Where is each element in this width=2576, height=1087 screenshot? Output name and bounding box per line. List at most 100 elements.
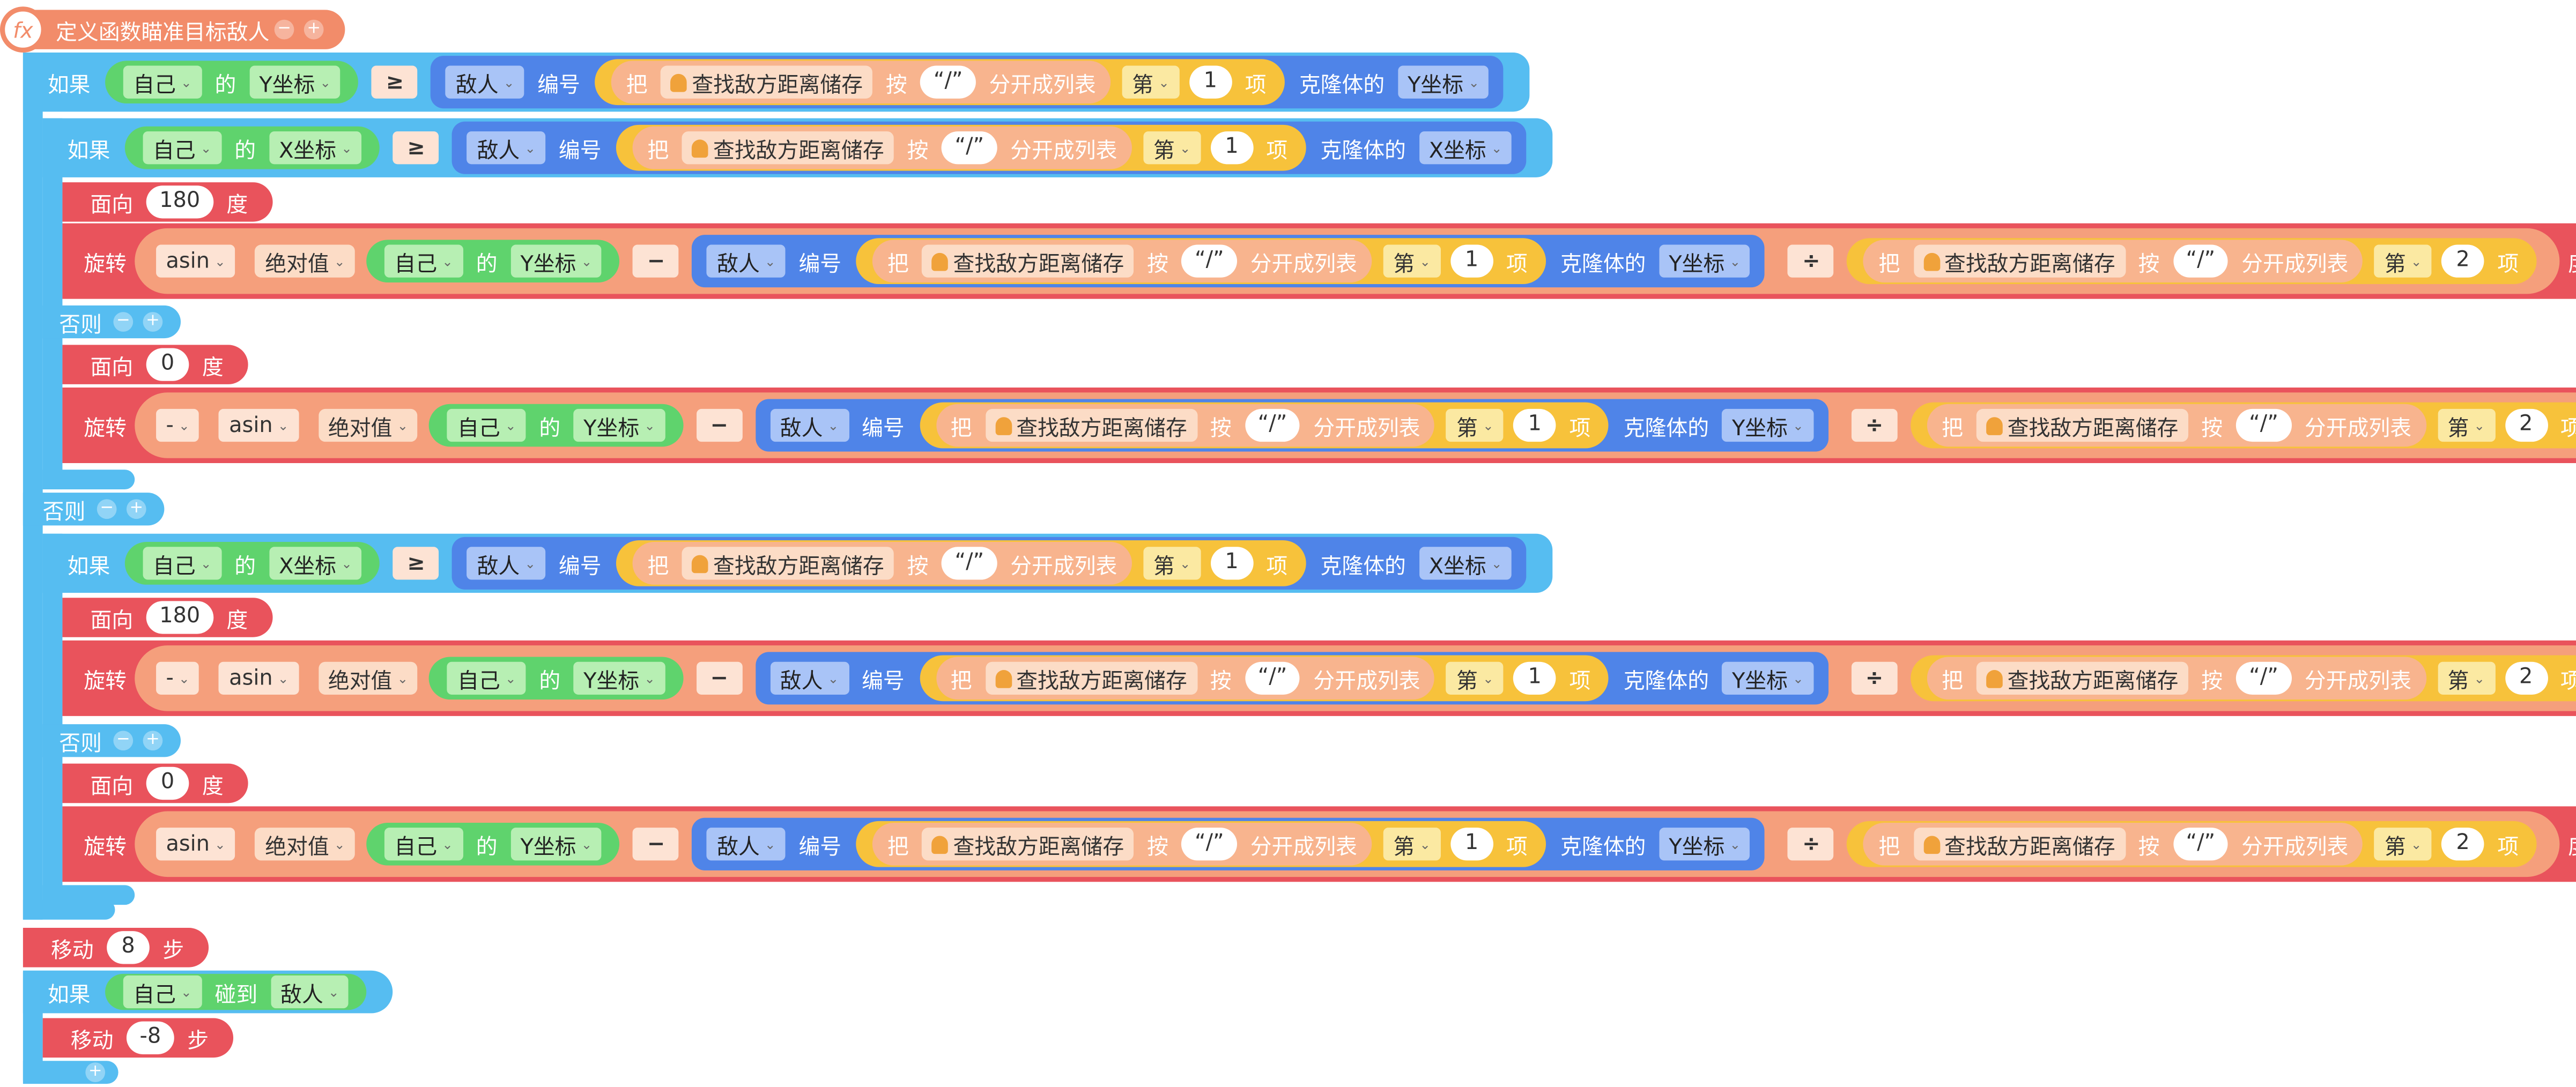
split-block[interactable]: 把 查找敌方距离储存 按 “/” 分开成列表 [1927,404,2426,447]
split-block[interactable]: 把 查找敌方距离储存 按 “/” 分开成列表 [936,657,1435,700]
divide-operator-dropdown[interactable]: ÷ [1788,828,1834,861]
separator-input[interactable]: “/” [2236,661,2292,695]
list-item-block[interactable]: 把 查找敌方距离储存 按 “/” 分开成列表 第⌄ 2 项 [1910,402,2576,449]
move-steps-block[interactable]: 移动 -8 步 [42,1018,234,1058]
self-property-block[interactable]: 自己⌄ 的 Y坐标⌄ [366,240,620,282]
variable-reporter[interactable]: 查找敌方距离储存 [1976,408,2188,442]
face-direction-block[interactable]: 面向 0 度 [62,345,248,384]
if-block-y-compare[interactable]: 如果 自己⌄ 的 Y坐标⌄ ≥ 敌人⌄ 编号 把 查找敌方距离储存 按 “/” … [23,53,1530,112]
define-function-block[interactable]: 定义函数瞄准目标敌人 − + [23,10,345,49]
item-index-dropdown[interactable]: 第⌄ [1122,65,1180,99]
steps-input[interactable]: 8 [107,931,150,964]
clone-sprite-dropdown[interactable]: 敌人⌄ [467,131,546,165]
compare-operator-dropdown[interactable]: ≥ [393,547,440,580]
add-param-icon[interactable]: + [304,19,324,40]
item-index-dropdown[interactable]: 第⌄ [2438,408,2495,442]
variable-reporter[interactable]: 查找敌方距离储存 [984,661,1197,695]
negate-dropdown[interactable]: -⌄ [156,408,200,442]
list-item-block[interactable]: 把 查找敌方距离储存 按 “/” 分开成列表 第⌄ 1 项 [919,655,1609,702]
list-item-block[interactable]: 把 查找敌方距离储存 按 “/” 分开成列表 第⌄ 1 项 [595,59,1285,106]
steps-input[interactable]: -8 [126,1021,174,1054]
variable-reporter[interactable]: 查找敌方距离储存 [922,828,1134,861]
abs-dropdown[interactable]: 绝对值⌄ [255,828,355,861]
collapse-icon[interactable]: − [97,499,117,519]
sprite-dropdown[interactable]: 自己⌄ [123,65,202,99]
property-dropdown[interactable]: Y坐标⌄ [510,244,602,278]
clone-sprite-dropdown[interactable]: 敌人⌄ [467,547,546,580]
minus-operator-dropdown[interactable]: − [696,408,743,442]
split-block[interactable]: 把 查找敌方距离储存 按 “/” 分开成列表 [1927,657,2426,700]
item-index-input[interactable]: 2 [2441,244,2484,278]
separator-input[interactable]: “/” [1181,244,1238,278]
clone-sprite-dropdown[interactable]: 敌人⌄ [707,244,786,278]
compare-operator-dropdown[interactable]: ≥ [372,65,418,99]
clone-property-block[interactable]: 敌人⌄ 编号 把 查找敌方距离储存 按 “/” 分开成列表 第⌄ 1 项 克隆体… [452,537,1527,590]
variable-reporter[interactable]: 查找敌方距离储存 [1913,828,2126,861]
direction-input[interactable]: 0 [146,766,189,800]
sprite-dropdown[interactable]: 自己⌄ [143,131,221,165]
collapse-icon[interactable]: − [113,312,134,332]
list-item-block[interactable]: 把 查找敌方距离储存 按 “/” 分开成列表 第⌄ 2 项 [1910,655,2576,702]
property-dropdown[interactable]: Y坐标⌄ [510,828,602,861]
divide-operator-dropdown[interactable]: ÷ [1851,661,1898,695]
split-block[interactable]: 把 查找敌方距离储存 按 “/” 分开成列表 [1863,240,2363,282]
item-index-input[interactable]: 1 [1210,131,1253,165]
property-dropdown[interactable]: Y坐标⌄ [573,661,665,695]
clone-property-dropdown[interactable]: Y坐标⌄ [1722,408,1814,442]
list-item-block[interactable]: 把 查找敌方距离储存 按 “/” 分开成列表 第⌄ 2 项 [1847,821,2537,867]
add-branch-icon[interactable]: + [126,499,146,519]
clone-property-dropdown[interactable]: X坐标⌄ [1419,547,1512,580]
minus-operator-dropdown[interactable]: − [696,661,743,695]
clone-property-dropdown[interactable]: Y坐标⌄ [1659,244,1751,278]
clone-property-dropdown[interactable]: Y坐标⌄ [1397,65,1490,99]
separator-input[interactable]: “/” [1245,408,1300,442]
list-item-block[interactable]: 把 查找敌方距离储存 按 “/” 分开成列表 第⌄ 2 项 [1847,238,2537,285]
if-block-x-compare-1[interactable]: 如果 自己⌄ 的 X坐标⌄ ≥ 敌人⌄ 编号 把 查找敌方距离储存 按 “/” … [42,118,1553,177]
item-index-input[interactable]: 2 [2441,828,2484,861]
clone-property-block[interactable]: 敌人⌄ 编号 把 查找敌方距离储存 按 “/” 分开成列表 第⌄ 1 项 克隆体… [452,121,1527,174]
split-block[interactable]: 把 查找敌方距离储存 按 “/” 分开成列表 [632,126,1132,169]
sprite-dropdown[interactable]: 自己⌄ [143,547,221,580]
separator-input[interactable]: “/” [1245,661,1300,695]
clone-sprite-dropdown[interactable]: 敌人⌄ [707,828,786,861]
self-property-block[interactable]: 自己⌄ 的 Y坐标⌄ [429,404,684,447]
turn-block[interactable]: 旋转 asin⌄ 绝对值⌄ 自己⌄ 的 Y坐标⌄ − 敌人⌄ 编号 把 查找敌方… [62,806,2576,882]
asin-operator-block[interactable]: asin⌄ 绝对值⌄ 自己⌄ 的 Y坐标⌄ − 敌人⌄ 编号 把 查找敌方距离储… [135,811,2560,877]
item-index-input[interactable]: 1 [1513,408,1557,442]
clone-sprite-dropdown[interactable]: 敌人⌄ [770,661,849,695]
separator-input[interactable]: “/” [941,131,997,165]
property-dropdown[interactable]: X坐标⌄ [269,547,362,580]
split-block[interactable]: 把 查找敌方距离储存 按 “/” 分开成列表 [611,61,1111,104]
clone-property-block[interactable]: 敌人⌄ 编号 把 查找敌方距离储存 按 “/” 分开成列表 第⌄ 1 项 克隆体… [755,399,1829,452]
clone-property-block[interactable]: 敌人⌄ 编号 把 查找敌方距离储存 按 “/” 分开成列表 第⌄ 1 项 克隆体… [755,652,1829,705]
sprite-dropdown[interactable]: 自己⌄ [384,828,463,861]
add-branch-icon[interactable]: + [85,1062,106,1083]
add-branch-icon[interactable]: + [143,312,163,332]
minus-operator-dropdown[interactable]: − [633,244,679,278]
split-block[interactable]: 把 查找敌方距离储存 按 “/” 分开成列表 [1863,822,2363,866]
self-property-block[interactable]: 自己⌄ 的 Y坐标⌄ [429,657,684,700]
item-index-dropdown[interactable]: 第⌄ [1383,828,1441,861]
item-index-dropdown[interactable]: 第⌄ [1143,131,1201,165]
turn-block[interactable]: 旋转 -⌄ asin⌄ 绝对值⌄ 自己⌄ 的 Y坐标⌄ − 敌人⌄ 编号 把 查… [62,640,2576,716]
self-property-block[interactable]: 自己⌄ 的 Y坐标⌄ [366,822,620,866]
collapse-icon[interactable]: − [274,19,294,40]
self-property-block[interactable]: 自己⌄ 的 X坐标⌄ [124,126,380,169]
item-index-input[interactable]: 2 [2504,661,2548,695]
clone-property-block[interactable]: 敌人⌄ 编号 把 查找敌方距离储存 按 “/” 分开成列表 第⌄ 1 项 克隆体… [692,235,1766,288]
minus-operator-dropdown[interactable]: − [633,828,679,861]
clone-property-dropdown[interactable]: X坐标⌄ [1419,131,1512,165]
touching-block[interactable]: 自己⌄ 碰到 敌人⌄ [105,973,367,1010]
item-index-dropdown[interactable]: 第⌄ [1446,408,1504,442]
compare-operator-dropdown[interactable]: ≥ [393,131,440,165]
direction-input[interactable]: 0 [146,348,189,381]
separator-input[interactable]: “/” [920,65,976,99]
separator-input[interactable]: “/” [2236,408,2292,442]
if-block-x-compare-2[interactable]: 如果 自己⌄ 的 X坐标⌄ ≥ 敌人⌄ 编号 把 查找敌方距离储存 按 “/” … [42,533,1553,593]
clone-sprite-dropdown[interactable]: 敌人⌄ [770,408,849,442]
property-dropdown[interactable]: X坐标⌄ [269,131,362,165]
turn-block[interactable]: 旋转 -⌄ asin⌄ 绝对值⌄ 自己⌄ 的 Y坐标⌄ − 敌人⌄ 编号 把 查… [62,388,2576,463]
list-item-block[interactable]: 把 查找敌方距离储存 按 “/” 分开成列表 第⌄ 1 项 [616,124,1306,171]
sprite-dropdown[interactable]: 自己⌄ [447,408,526,442]
variable-reporter[interactable]: 查找敌方距离储存 [1913,244,2126,278]
